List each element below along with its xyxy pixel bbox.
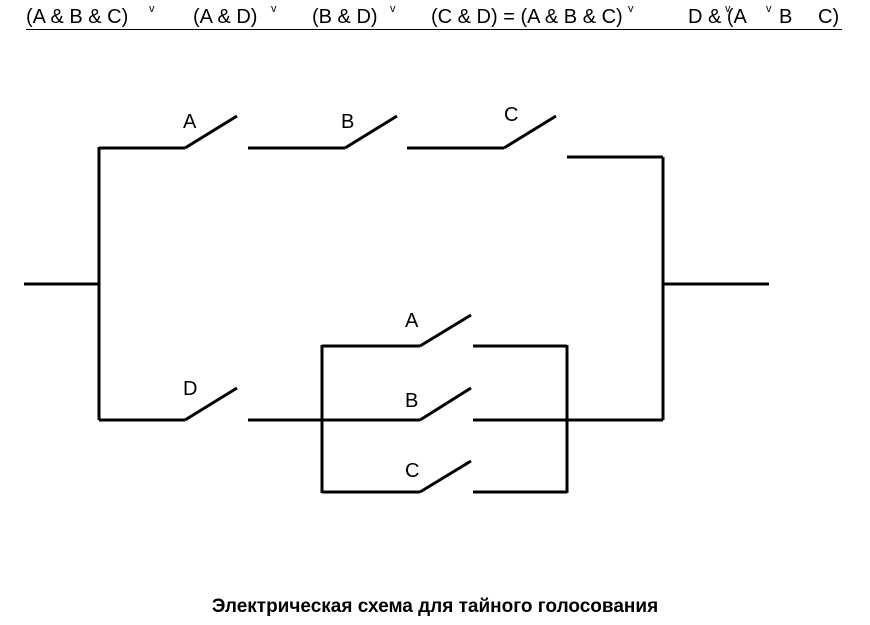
switch-top-a-blade [184,114,238,150]
formula-cd-equivalence: (C & D) = (A & B & C) [431,6,623,28]
formula-bd: (B & D) [312,6,378,28]
header-underline [26,29,842,30]
switch-top-c-label: C [504,104,518,126]
switch-parallel-b-label: B [405,390,418,412]
or-symbol-3: v [390,3,396,15]
formula-header: (A & B & C) v (A & D) v (B & D) v (C & D… [0,0,870,32]
formula-ad: (A & D) [193,6,258,28]
switch-parallel-a-label: A [405,310,419,332]
switch-top-b-blade [344,114,398,150]
or-symbol-4: v [628,3,634,15]
switch-parallel-c-blade [419,459,472,494]
switch-bottom-d-blade [184,386,238,422]
formula-simplified-c: C) [818,6,840,28]
switch-parallel-a-blade [419,313,472,348]
formula-simplified-start: D & (A [688,6,747,28]
diagram-caption: Электрическая схема для тайного голосова… [211,596,659,617]
or-symbol-6: v [766,3,772,15]
formula-abc: (A & B & C) [26,6,129,28]
or-symbol-1: v [149,3,155,15]
or-symbol-2: v [271,3,277,15]
switch-top-a-label: A [183,111,197,133]
switch-parallel-b-blade [419,386,472,422]
switch-top-c-blade [503,114,557,150]
switch-bottom-d-label: D [183,378,197,400]
formula-simplified-b: B [779,6,793,28]
or-symbol-5: v [725,3,731,15]
switch-parallel-c-label: C [405,460,419,482]
switch-top-b-label: B [341,111,354,133]
